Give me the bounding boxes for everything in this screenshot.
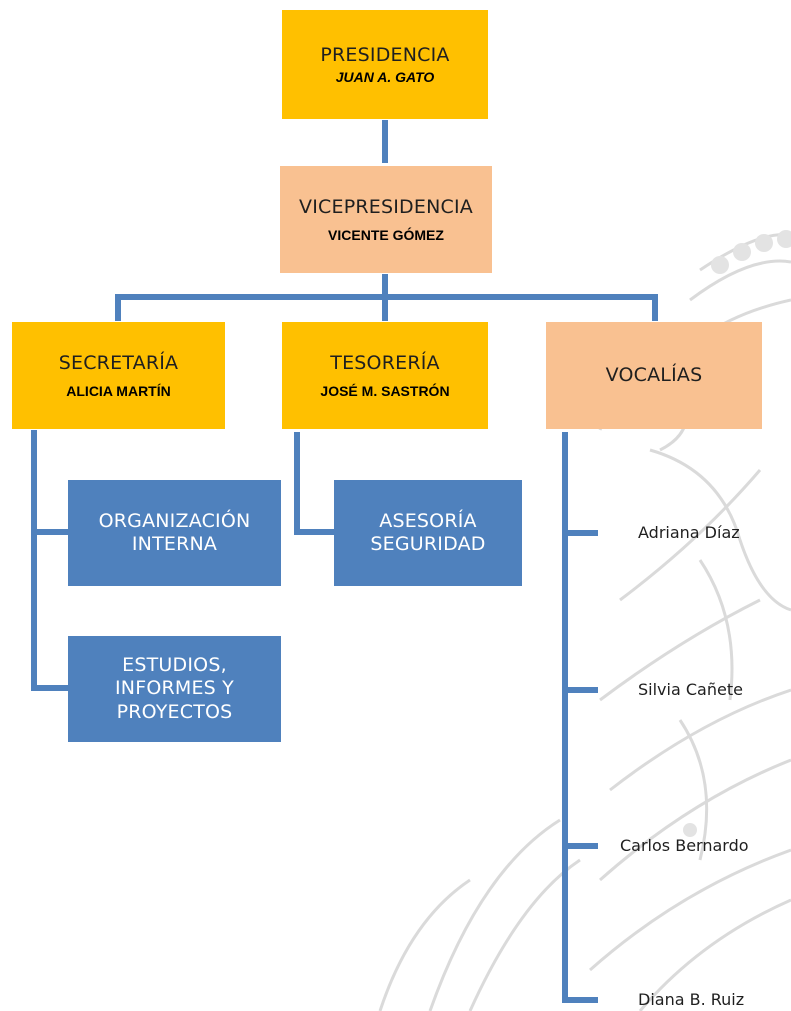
vicepresidencia-title: VICEPRESIDENCIA (299, 195, 473, 218)
estudios-line3: PROYECTOS (116, 700, 233, 723)
vocalias-title: VOCALÍAS (605, 364, 703, 387)
asesoria-line2: SEGURIDAD (370, 533, 486, 555)
vocal-name: Carlos Bernardo (620, 836, 749, 855)
estudios-informes-proyectos-box: ESTUDIOS, INFORMES Y PROYECTOS (68, 636, 281, 742)
secretaria-name: ALICIA MARTÍN (66, 383, 171, 400)
asesoria-line1: ASESORÍA (379, 509, 477, 532)
vocal-name: Adriana Díaz (638, 523, 740, 542)
estudios-line2: INFORMES Y (114, 677, 234, 700)
vocal-name: Diana B. Ruiz (638, 990, 745, 1009)
secretaria-title: SECRETARÍA (58, 351, 179, 374)
secretaria-box: SECRETARÍA ALICIA MARTÍN (12, 322, 225, 429)
vicepresidencia-name: VICENTE GÓMEZ (328, 227, 444, 244)
organizacion-line1: ORGANIZACIÓN (98, 509, 251, 532)
estudios-line1: ESTUDIOS, (122, 654, 227, 677)
tesoreria-name: JOSÉ M. SASTRÓN (320, 383, 450, 400)
tesoreria-title: TESORERÍA (330, 351, 440, 374)
tesoreria-box: TESORERÍA JOSÉ M. SASTRÓN (282, 322, 488, 429)
organizacion-line2: INTERNA (131, 533, 218, 555)
vocal-name: Silvia Cañete (638, 680, 743, 699)
presidencia-name: JUAN A. GATO (335, 69, 435, 86)
presidencia-title: PRESIDENCIA (320, 43, 450, 66)
presidencia-box: PRESIDENCIA JUAN A. GATO (282, 10, 488, 119)
organizacion-interna-box: ORGANIZACIÓN INTERNA (68, 480, 281, 586)
asesoria-seguridad-box: ASESORÍA SEGURIDAD (334, 480, 522, 586)
vicepresidencia-box: VICEPRESIDENCIA VICENTE GÓMEZ (280, 166, 492, 273)
vocalias-box: VOCALÍAS (546, 322, 762, 429)
